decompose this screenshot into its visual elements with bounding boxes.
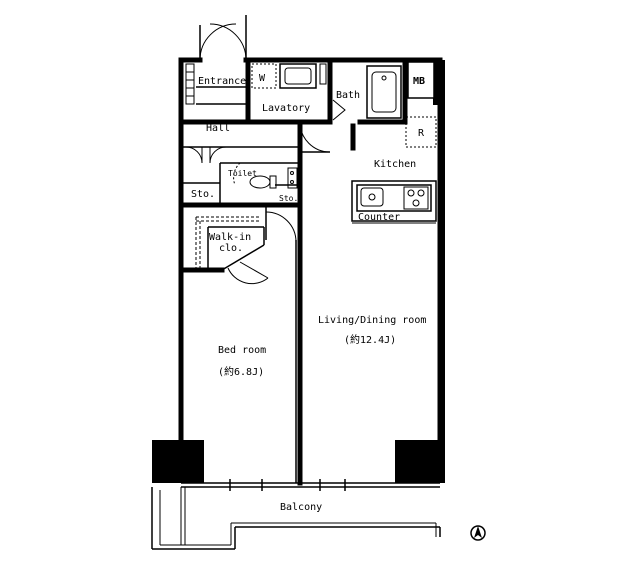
label-mb: MB: [413, 76, 425, 87]
label-sto-1: Sto.: [191, 189, 215, 200]
column-left: [152, 440, 204, 483]
balcony-area: [151, 487, 441, 550]
mb-shaft: [433, 60, 443, 105]
toilet-block: [178, 144, 303, 208]
hall-area: [178, 119, 331, 164]
walk-in-closet: [178, 202, 269, 443]
north-arrow-icon: [470, 525, 486, 541]
label-living-size: (約12.4J): [344, 333, 396, 346]
lavatory-block: [245, 57, 333, 125]
label-walkin-1: Walk-in: [209, 232, 251, 243]
label-w: W: [259, 73, 266, 84]
entrance-area: [185, 63, 248, 105]
label-entrance: Entrance: [198, 76, 246, 87]
label-r: R: [418, 128, 425, 139]
entrance-door: [199, 15, 247, 61]
label-living: Living/Dining room: [318, 315, 426, 326]
label-hall: Hall: [206, 123, 230, 134]
column-right: [395, 440, 445, 483]
label-toilet: Toilet: [228, 169, 257, 178]
bath-block: [332, 57, 408, 125]
bedroom-partition: [265, 202, 303, 486]
mb-box: [407, 61, 435, 99]
label-bed: Bed room: [218, 345, 266, 356]
kitchen-area: [350, 116, 437, 224]
label-walkin-2: clo.: [219, 243, 243, 254]
label-balcony: Balcony: [280, 502, 322, 513]
column-right-edge: [440, 60, 445, 440]
label-lavatory: Lavatory: [262, 103, 310, 114]
label-bath: Bath: [336, 90, 360, 101]
window-marks: [229, 479, 346, 491]
label-kitchen: Kitchen: [374, 159, 416, 170]
label-counter: Counter: [358, 212, 400, 223]
label-bed-size: (約6.8J): [218, 365, 264, 378]
label-sto-2: Sto.: [279, 194, 298, 203]
